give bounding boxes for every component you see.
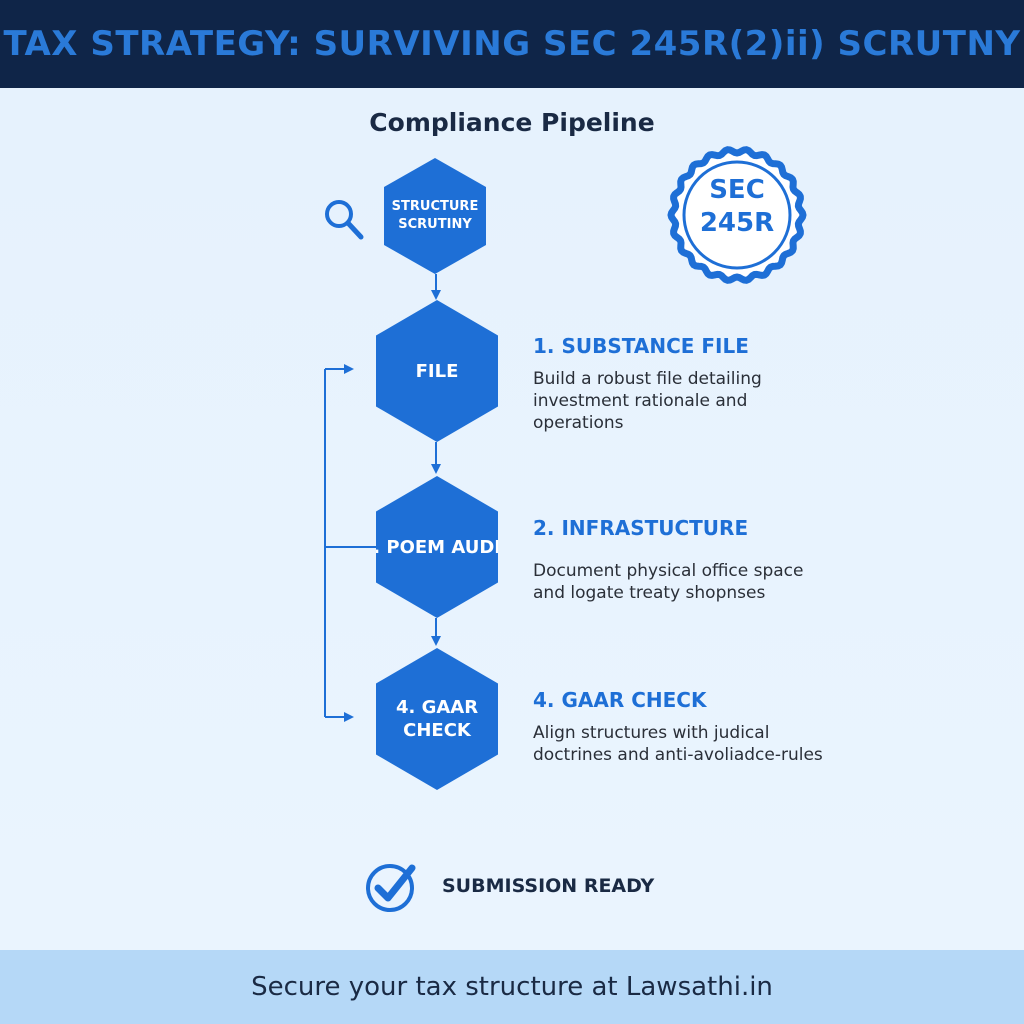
step-title: 4. GAAR CHECK [533,688,707,712]
footer-text[interactable]: Secure your tax structure at Lawsathi.in [251,972,773,1002]
content-area [0,88,1024,950]
step-infrastructure: 2. INFRASTUCTURE Document physical offic… [533,516,823,604]
seal-badge-line1: SEC [709,175,765,205]
step-title: 2. INFRASTUCTURE [533,516,749,540]
seal-badge-text: SEC 245R [666,174,808,239]
submission-status: SUBMISSION READY [364,858,654,914]
pipeline-node-label: FILE [415,360,459,382]
page-title: TAX STRATEGY: SURVIVING SEC 245R(2)ii) S… [3,24,1021,64]
step-description: Align structures with judical doctrines … [533,723,823,766]
step-gaar-check: 4. GAAR CHECK Align structures with judi… [533,688,823,766]
pipeline-node-gaar-check: 4. GAAR CHECK [376,648,498,790]
footer-bar: Secure your tax structure at Lawsathi.in [0,950,1024,1024]
pipeline-title: Compliance Pipeline [369,108,655,137]
step-description: Build a robust file detailing investment… [533,369,762,434]
header-bar: TAX STRATEGY: SURVIVING SEC 245R(2)ii) S… [0,0,1024,88]
submission-status-label: SUBMISSION READY [442,875,655,897]
seal-badge-line2: 245R [699,207,775,238]
step-title: 1. SUBSTANCE FILE [533,334,749,358]
seal-badge-icon [667,146,807,284]
search-icon [325,200,364,240]
step-description: Document physical office space and logat… [533,561,804,604]
pipeline-node-label: 4. GAAR CHECK [395,696,479,741]
check-circle-icon [366,864,416,912]
pipeline-node-label: STRUCTURE SCRUTINY [391,199,479,232]
step-substance-file: 1. SUBSTANCE FILE Build a robust file de… [533,334,823,434]
pipeline-node-label: 3. POEM AUDIT [360,536,514,558]
